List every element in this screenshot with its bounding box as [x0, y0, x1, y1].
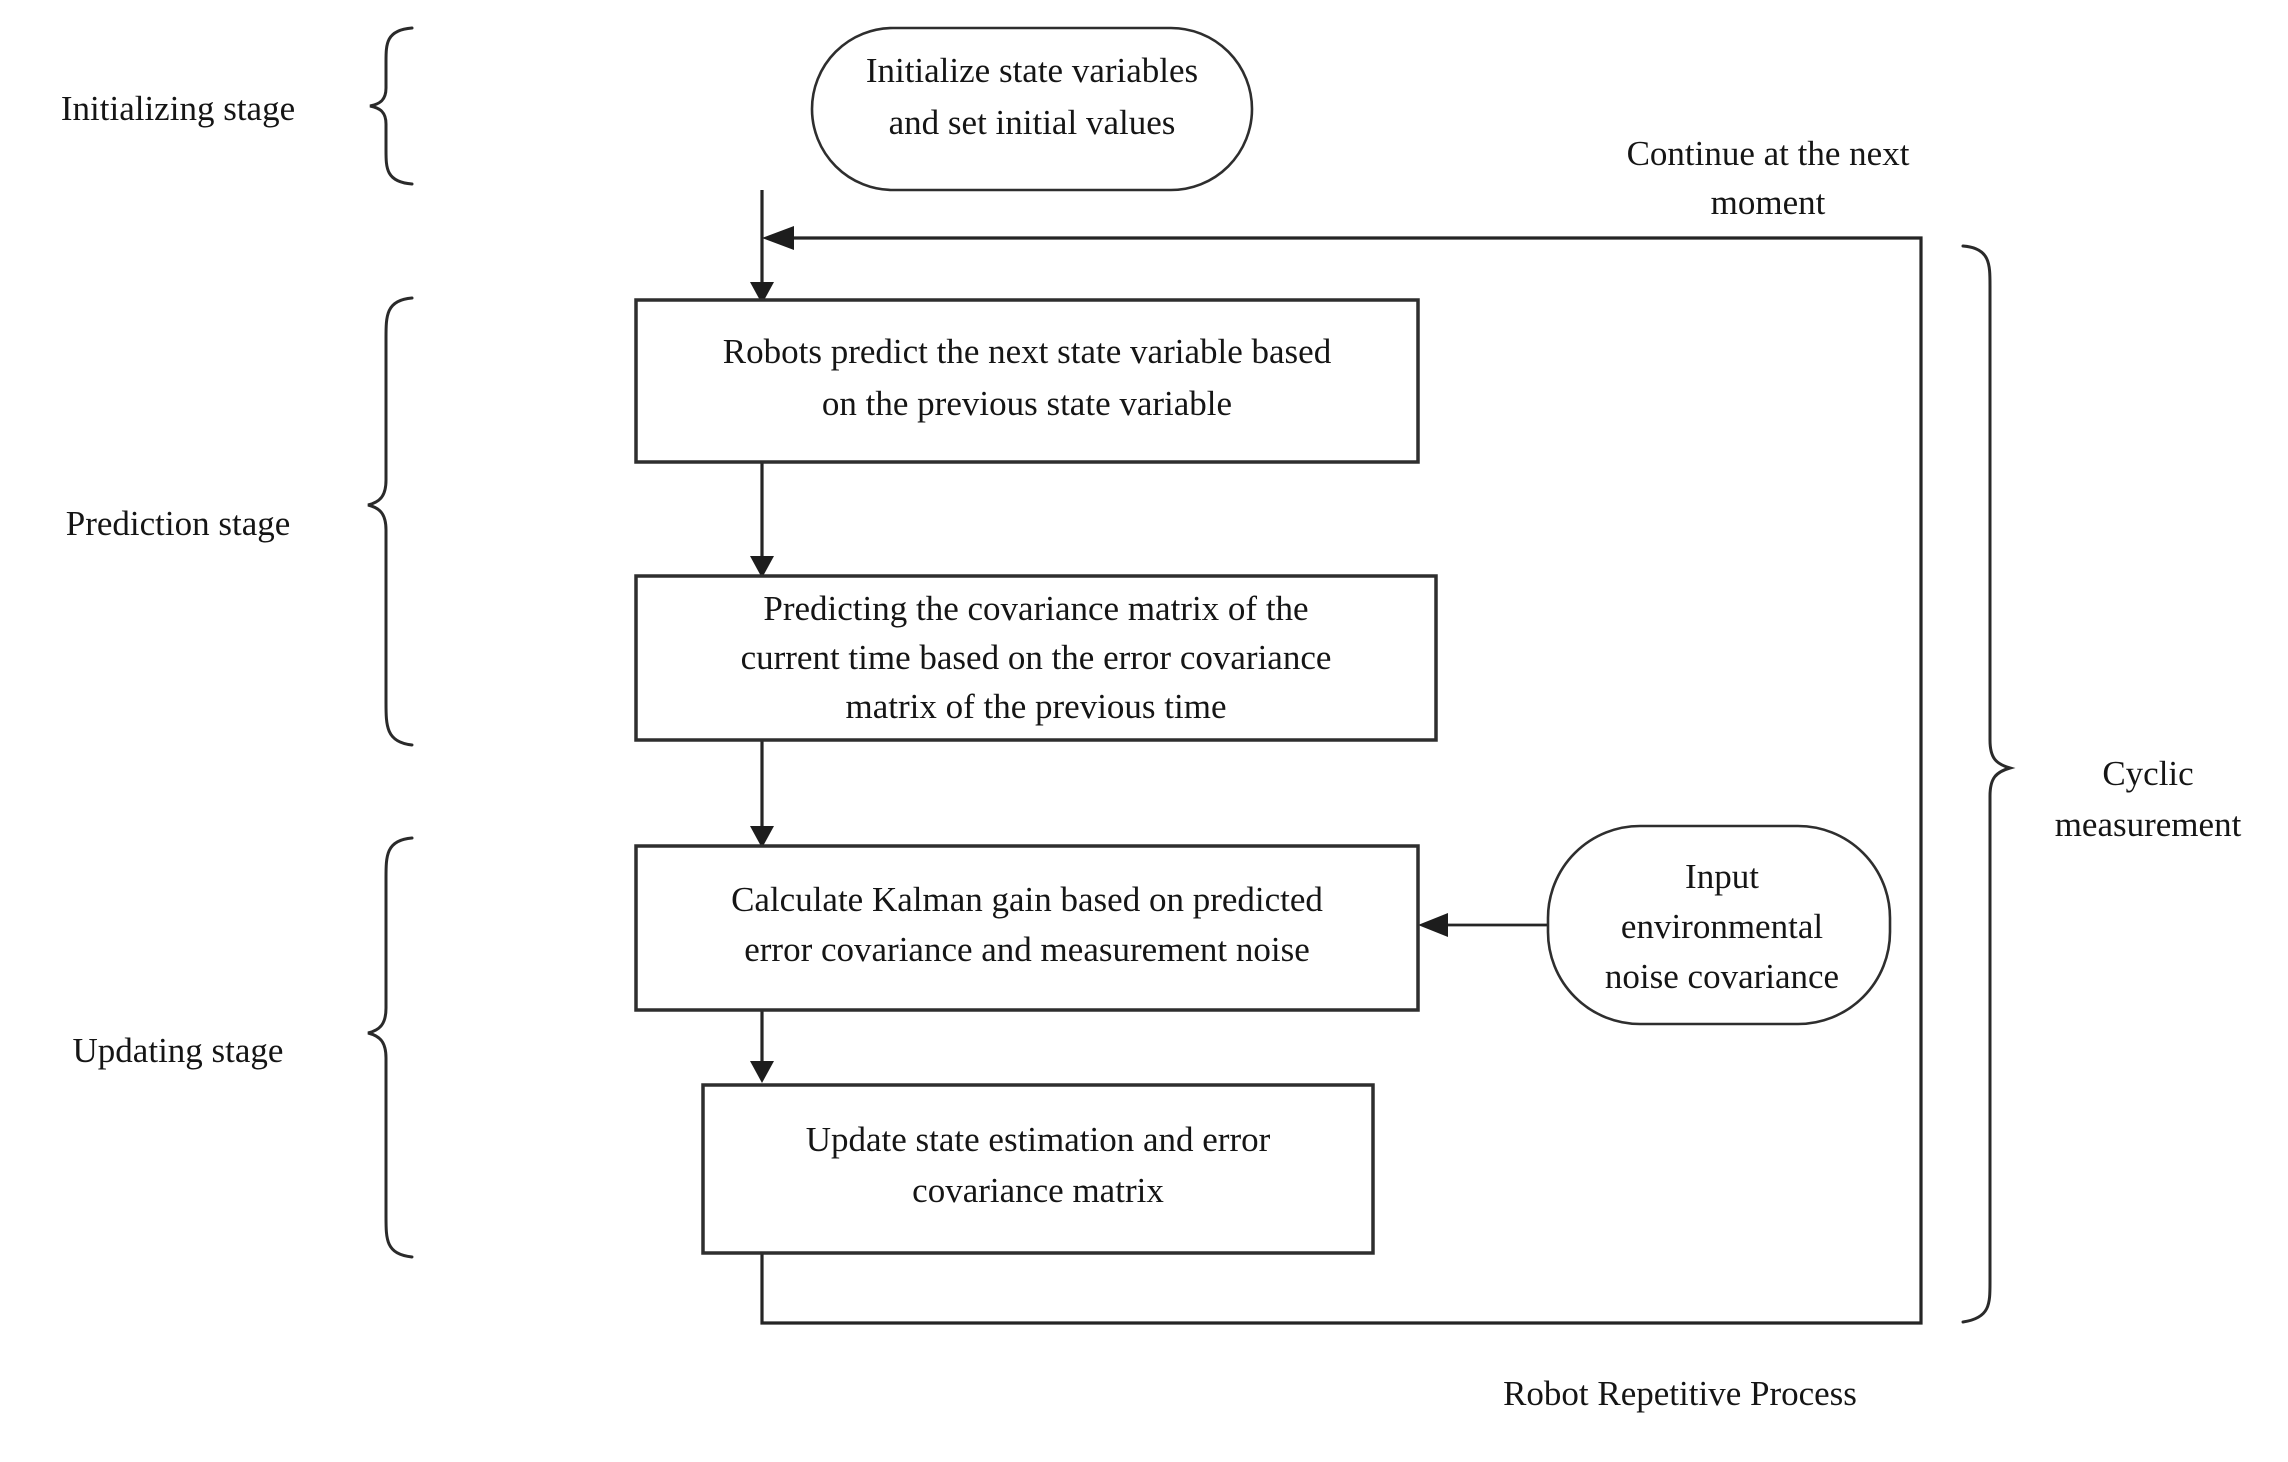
- node-predict-state-line1: Robots predict the next state variable b…: [723, 332, 1332, 371]
- node-noise-input-line2: environmental: [1621, 907, 1823, 946]
- stage-label-prediction: Prediction stage: [66, 504, 291, 543]
- node-predict-covariance[interactable]: Predicting the covariance matrix of the …: [634, 574, 1438, 742]
- stage-label-updating: Updating stage: [73, 1031, 284, 1070]
- brace-cyclic-measurement: [1961, 244, 2016, 1324]
- connector-kalman-gain-to-update-state: [750, 1010, 774, 1083]
- feedback-label-line2: moment: [1711, 183, 1826, 222]
- node-predict-covariance-line1: Predicting the covariance matrix of the: [763, 589, 1308, 628]
- brace-prediction-stage: [367, 296, 414, 747]
- connector-start-to-predict-state: [750, 190, 774, 304]
- node-kalman-gain-line1: Calculate Kalman gain based on predicted: [731, 880, 1323, 919]
- brace-initializing-stage: [369, 26, 414, 186]
- cyclic-measurement-label-line1: Cyclic: [2102, 754, 2193, 793]
- connector-noise-input-to-kalman-gain: [1418, 913, 1548, 937]
- node-predict-state[interactable]: Robots predict the next state variable b…: [634, 298, 1420, 464]
- node-update-state[interactable]: Update state estimation and error covari…: [701, 1083, 1375, 1255]
- brace-updating-stage: [367, 836, 414, 1259]
- node-predict-covariance-line3: matrix of the previous time: [845, 687, 1226, 726]
- node-noise-input-line3: noise covariance: [1605, 957, 1839, 996]
- feedback-label-line1: Continue at the next: [1627, 134, 1910, 173]
- diagram-caption: Robot Repetitive Process: [1503, 1374, 1857, 1413]
- node-noise-input[interactable]: Input environmental noise covariance: [1546, 824, 1892, 1026]
- node-update-state-line1: Update state estimation and error: [806, 1120, 1271, 1159]
- connector-predict-cov-to-kalman-gain: [750, 740, 774, 848]
- node-predict-covariance-line2: current time based on the error covarian…: [741, 638, 1332, 677]
- connector-feedback-loop: [760, 226, 1923, 1325]
- node-kalman-gain[interactable]: Calculate Kalman gain based on predicted…: [634, 844, 1420, 1012]
- node-start-line2: and set initial values: [889, 103, 1176, 142]
- cyclic-measurement-label-line2: measurement: [2055, 805, 2242, 844]
- node-update-state-line2: covariance matrix: [912, 1171, 1164, 1210]
- connector-predict-state-to-predict-cov: [750, 462, 774, 578]
- node-start[interactable]: Initialize state variables and set initi…: [810, 26, 1254, 192]
- stage-label-initializing: Initializing stage: [61, 89, 295, 128]
- node-kalman-gain-line2: error covariance and measurement noise: [744, 930, 1310, 969]
- node-predict-state-line2: on the previous state variable: [822, 384, 1232, 423]
- node-start-line1: Initialize state variables: [866, 51, 1198, 90]
- node-noise-input-line1: Input: [1685, 857, 1759, 896]
